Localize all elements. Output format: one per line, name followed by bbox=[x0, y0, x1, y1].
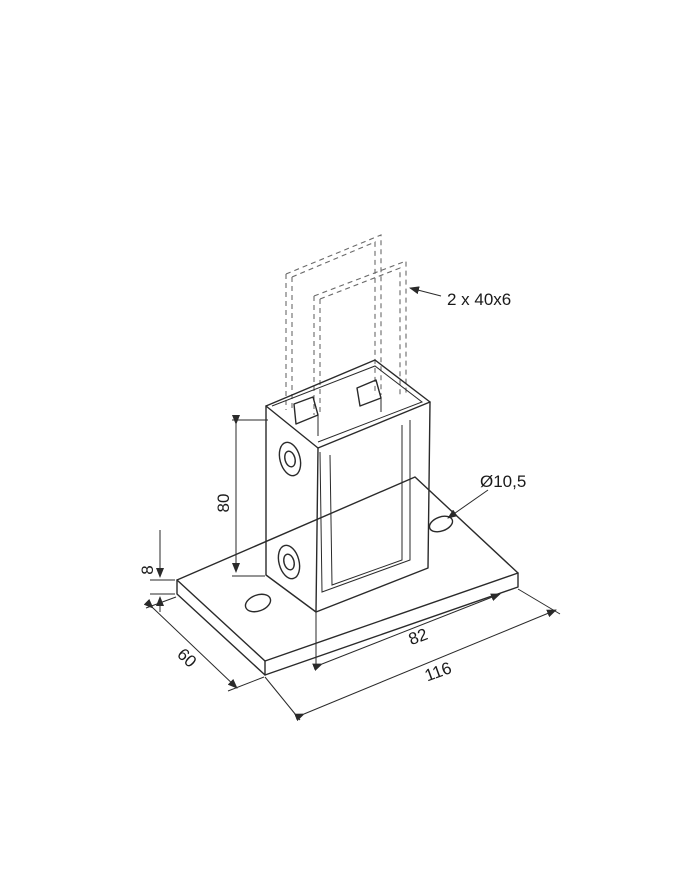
hidden-profiles bbox=[285, 234, 407, 415]
post-body bbox=[265, 359, 431, 613]
height-dimension bbox=[232, 415, 268, 577]
profile-label: 2 x 40x6 bbox=[447, 290, 511, 309]
width-label: 82 bbox=[406, 625, 430, 649]
length-116-dimension bbox=[264, 588, 561, 722]
thickness-label: 8 bbox=[138, 565, 157, 574]
mounting-holes bbox=[244, 515, 454, 613]
height-label: 80 bbox=[214, 494, 233, 513]
profile-leader bbox=[409, 286, 442, 297]
depth-dimension bbox=[143, 596, 265, 692]
length-label: 116 bbox=[422, 658, 454, 685]
hole-diameter-label: Ø10,5 bbox=[480, 472, 526, 491]
hole-leader bbox=[447, 489, 489, 519]
side-bolt-holes bbox=[277, 441, 302, 580]
